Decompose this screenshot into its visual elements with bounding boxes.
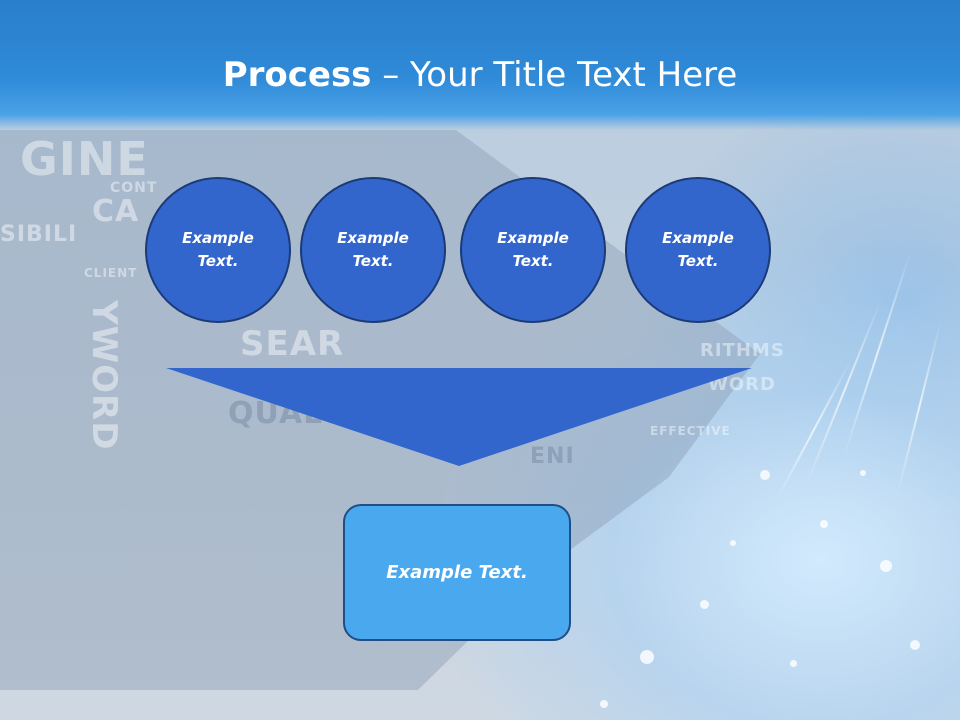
- title-bold-part: Process: [222, 55, 372, 95]
- background-decoration: [775, 359, 852, 502]
- title-bar: [0, 0, 960, 130]
- process-step-label: Example Text.: [182, 229, 254, 270]
- background-decoration: EFFECTIVE: [650, 424, 731, 438]
- background-decoration: CA: [92, 194, 140, 229]
- background-decoration: RITHMS: [700, 340, 785, 361]
- slide-title: Process – Your Title Text Here: [0, 52, 960, 98]
- process-step-1[interactable]: Example Text.: [145, 177, 291, 323]
- background-decoration: [760, 470, 770, 480]
- process-step-label: Example Text.: [337, 229, 409, 270]
- result-box[interactable]: Example Text.: [343, 504, 571, 641]
- background-decoration: [700, 600, 709, 609]
- background-decoration: [820, 520, 828, 528]
- process-step-3[interactable]: Example Text.: [460, 177, 606, 323]
- background-decoration: CLIENT: [84, 266, 138, 280]
- background-decoration: SEAR: [240, 324, 345, 364]
- background-decoration: [910, 640, 920, 650]
- background-decoration: ENI: [530, 444, 575, 469]
- title-rest-part: – Your Title Text Here: [371, 55, 738, 95]
- process-step-label: Example Text.: [662, 229, 734, 270]
- background-decoration: [842, 249, 912, 460]
- background-decoration: CONT: [110, 180, 158, 196]
- background-decoration: WORD: [708, 374, 776, 395]
- background-decoration: [896, 319, 942, 495]
- background-decoration: [880, 560, 892, 572]
- process-step-4[interactable]: Example Text.: [625, 177, 771, 323]
- background-decoration: [790, 660, 797, 667]
- background-decoration: [600, 700, 608, 708]
- background-decoration: [640, 650, 654, 664]
- background-decoration: GINE: [20, 132, 149, 186]
- process-step-2[interactable]: Example Text.: [300, 177, 446, 323]
- funnel-arrow: [166, 368, 752, 466]
- background-decoration: YWORD: [84, 300, 124, 451]
- background-decoration: [860, 470, 866, 476]
- result-label: Example Text.: [386, 562, 528, 583]
- background-decoration: [730, 540, 736, 546]
- background-decoration: SIBILI: [0, 222, 78, 247]
- process-step-label: Example Text.: [497, 229, 569, 270]
